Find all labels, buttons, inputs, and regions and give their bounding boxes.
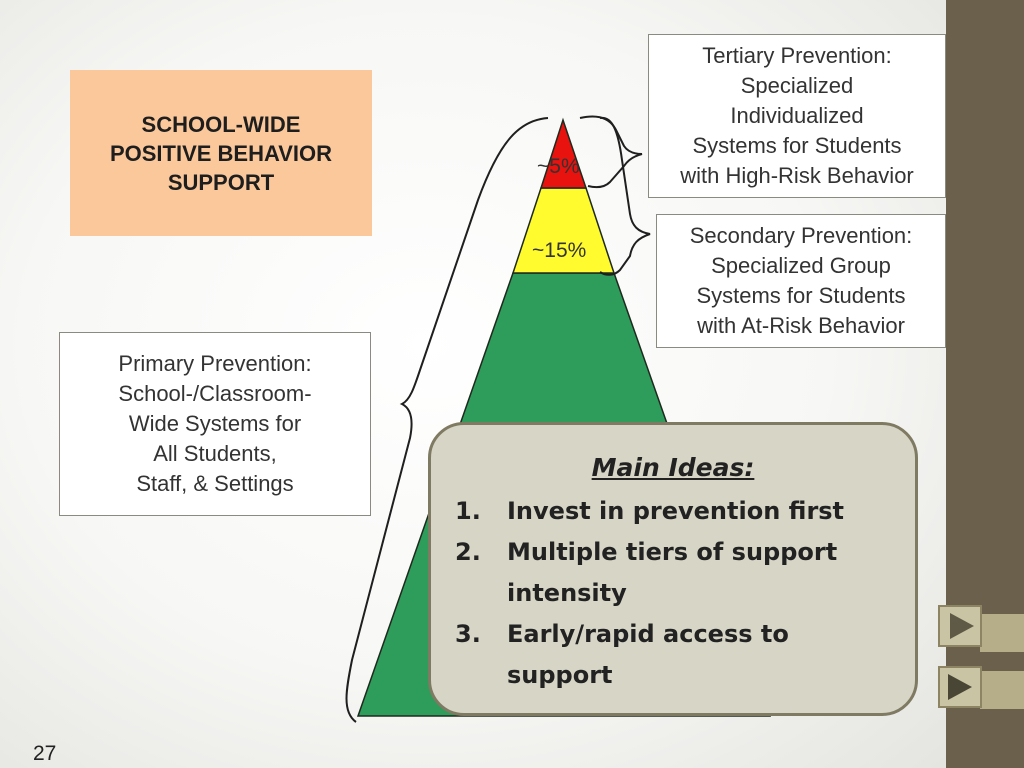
secondary-prevention-label: Secondary Prevention: Specialized Group …	[656, 214, 946, 348]
main-ideas-heading: Main Ideas:	[591, 453, 755, 482]
nav-strip	[980, 614, 1024, 652]
main-idea-text: Early/rapid access to support	[507, 620, 789, 689]
title-box: SCHOOL-WIDE POSITIVE BEHAVIOR SUPPORT	[70, 70, 372, 236]
secondary-brace	[599, 116, 651, 276]
side-bar	[946, 0, 1024, 768]
main-ideas-box: Main Ideas: 1. Invest in prevention firs…	[428, 422, 918, 716]
primary-brace	[345, 117, 549, 723]
main-idea-item: 3. Early/rapid access to support	[455, 614, 895, 696]
pyramid-tier-tertiary	[539, 117, 588, 189]
main-idea-number: 3.	[455, 620, 481, 648]
main-idea-item: 2. Multiple tiers of support intensity	[455, 532, 895, 614]
tertiary-brace	[579, 115, 643, 189]
main-idea-number: 1.	[455, 497, 481, 525]
play-forward-icon	[950, 613, 974, 639]
tertiary-prevention-label: Tertiary Prevention: Specialized Individ…	[648, 34, 946, 198]
last-slide-button[interactable]	[938, 666, 982, 708]
main-idea-number: 2.	[455, 538, 481, 566]
primary-prevention-label: Primary Prevention: School-/Classroom- W…	[59, 332, 371, 516]
page-number: 27	[33, 742, 57, 765]
main-idea-text: Multiple tiers of support intensity	[507, 538, 838, 607]
main-idea-text: Invest in prevention first	[507, 497, 845, 525]
tertiary-percent: ~5%	[537, 155, 580, 178]
next-slide-button[interactable]	[938, 605, 982, 647]
secondary-percent: ~15%	[532, 239, 587, 262]
nav-strip	[980, 671, 1024, 709]
main-idea-item: 1. Invest in prevention first	[455, 491, 895, 532]
play-end-icon	[948, 674, 972, 700]
